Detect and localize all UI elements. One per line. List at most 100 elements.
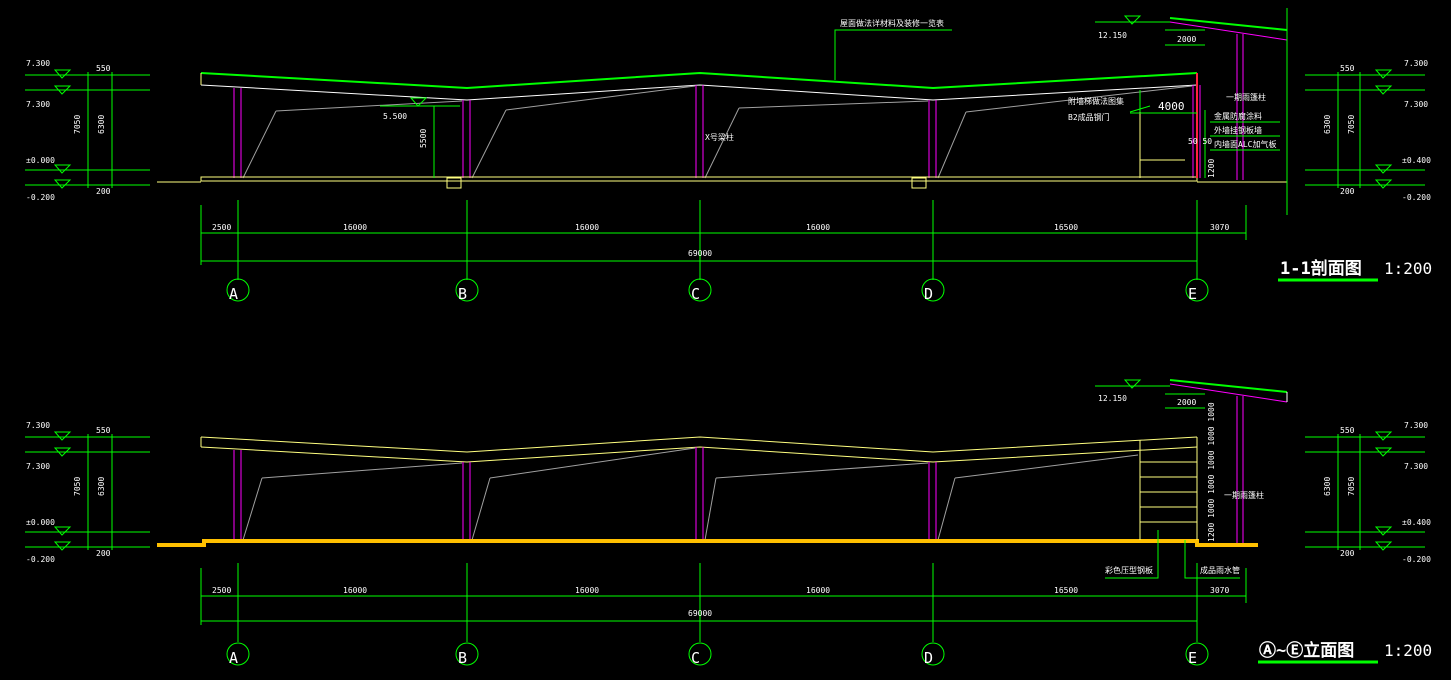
- section-span-6: 3070: [1210, 223, 1229, 232]
- section-axis-bubbles: [226, 278, 1209, 302]
- elevation-top-level: 12.150: [1098, 394, 1127, 403]
- elevation-left-dim-4: 200: [96, 549, 111, 558]
- elevation-right-level-marks: [1305, 431, 1425, 551]
- section-right-note-4: 内墙面ALC加气板: [1214, 139, 1276, 149]
- section-total: 69000: [688, 249, 712, 258]
- elevation-right-level-2: 7.300: [1404, 462, 1428, 471]
- elevation-span-1: 2500: [212, 586, 231, 595]
- elevation-stair-dims: 1200 1000 1000 1000 1000 1000: [1207, 402, 1216, 542]
- elevation-axis-a: A: [229, 649, 238, 667]
- section-top-level-mark: [1095, 15, 1205, 46]
- elevation-left-level-3: ±0.000: [26, 518, 55, 527]
- section-e-bay-box: [1139, 90, 1185, 178]
- section-e-note-1: 附墙梯做法图集: [1068, 96, 1124, 106]
- section-span-4: 16000: [806, 223, 830, 232]
- elevation-axis-bubbles: [226, 642, 1209, 666]
- elevation-roof-top: [200, 436, 1198, 453]
- section-braces: [242, 85, 1193, 179]
- elevation-columns: [233, 396, 1244, 545]
- elevation-scale: 1:200: [1384, 641, 1432, 660]
- section-dim-1200: 1200: [1207, 159, 1216, 178]
- elevation-bottom-note-leaders: [1105, 530, 1240, 579]
- section-left-dim-4: 200: [96, 187, 111, 196]
- section-axis-c: C: [691, 285, 700, 303]
- elevation-title: Ⓐ~Ⓔ立面图: [1259, 640, 1354, 661]
- section-column-note: X号梁柱: [705, 132, 734, 142]
- section-right-dim-2: 6300: [1323, 115, 1332, 134]
- section-roof-note-leader: [834, 29, 952, 80]
- elevation-right-dim-1: 550: [1340, 426, 1355, 435]
- section-title: 1-1剖面图: [1280, 258, 1362, 279]
- section-left-dim-1: 550: [96, 64, 111, 73]
- section-left-level-marks: [25, 69, 150, 189]
- elevation-right-level-1: 7.300: [1404, 421, 1428, 430]
- elevation-total: 69000: [688, 609, 712, 618]
- section-left-dim-2: 7050: [73, 115, 82, 134]
- section-right-level-3: ±0.400: [1402, 156, 1431, 165]
- elevation-right-level-3: ±0.400: [1402, 518, 1431, 527]
- elevation-span-2: 16000: [343, 586, 367, 595]
- elevation-a-e-drawing: 1200 1000 1000 1000 1000 1000 7.300 7.30…: [25, 379, 1432, 667]
- section-right-dim-4: 200: [1340, 187, 1355, 196]
- elevation-span-3: 16000: [575, 586, 599, 595]
- section-left-dim-3: 6300: [97, 115, 106, 134]
- section-axis-a: A: [229, 285, 238, 303]
- section-e-note-2: B2成品钢门: [1068, 112, 1110, 122]
- elevation-right-dim-2: 6300: [1323, 477, 1332, 496]
- section-left-level-3: ±0.000: [26, 156, 55, 165]
- elevation-axis-e: E: [1188, 649, 1197, 667]
- elevation-top-level-mark: [1095, 379, 1205, 409]
- section-top-level: 12.150: [1098, 31, 1127, 40]
- elevation-axis-c: C: [691, 649, 700, 667]
- section-right-level-2: 7.300: [1404, 100, 1428, 109]
- section-left-level-2: 7.300: [26, 100, 50, 109]
- elevation-canopy: [1169, 379, 1288, 403]
- section-level-5500-mark: [380, 97, 460, 178]
- section-pit-d: [911, 177, 927, 189]
- section-right-dim-1: 550: [1340, 64, 1355, 73]
- section-left-level-4: -0.200: [26, 193, 55, 202]
- section-scale: 1:200: [1384, 259, 1432, 278]
- section-right-note-2: 金属防腐涂料: [1214, 111, 1262, 121]
- section-right-dim-3: 7050: [1347, 115, 1356, 134]
- elevation-span-6: 3070: [1210, 586, 1229, 595]
- section-roof-note: 屋面做法详材料及装修一览表: [840, 18, 944, 28]
- elevation-e-bay: [1139, 437, 1198, 540]
- elevation-right-note-1: 一期雨篷柱: [1224, 490, 1264, 500]
- elevation-roof-bottom: [200, 446, 1198, 463]
- elevation-dimension-chain: [200, 563, 1247, 642]
- section-columns: [233, 34, 1244, 180]
- section-right-note-1: 一期雨篷柱: [1226, 92, 1266, 102]
- elevation-left-level-marks: [25, 431, 150, 551]
- elevation-left-dim-3: 6300: [97, 477, 106, 496]
- elevation-bottom-note-1: 彩色压型钢板: [1105, 565, 1153, 575]
- elevation-left-dim-2: 7050: [73, 477, 82, 496]
- section-span-3: 16000: [575, 223, 599, 232]
- elevation-span-4: 16000: [806, 586, 830, 595]
- section-roof-line: [200, 71, 1198, 90]
- section-right-note-3: 外墙挂钢板墙: [1214, 125, 1262, 135]
- elevation-left-dim-1: 550: [96, 426, 111, 435]
- section-right-level-marks: [1305, 69, 1425, 189]
- section-1-1-drawing: 屋面做法详材料及装修一览表 7.300 7.300 ±0.000 -0.200 …: [25, 8, 1432, 303]
- section-axis-e: E: [1188, 285, 1197, 303]
- section-pit-b: [446, 177, 462, 189]
- elevation-axis-d: D: [924, 649, 933, 667]
- section-axis-d: D: [924, 285, 933, 303]
- section-right-level-1: 7.300: [1404, 59, 1428, 68]
- elevation-left-level-4: -0.200: [26, 555, 55, 564]
- section-top-dim: 2000: [1177, 35, 1196, 44]
- section-axis-b: B: [458, 285, 467, 303]
- elevation-right-dim-4: 200: [1340, 549, 1355, 558]
- elevation-left-level-2: 7.300: [26, 462, 50, 471]
- elevation-axis-b: B: [458, 649, 467, 667]
- elevation-right-dim-3: 7050: [1347, 477, 1356, 496]
- section-right-level-4: -0.200: [1402, 193, 1431, 202]
- section-dim-50-50: 50 50: [1188, 137, 1212, 146]
- elevation-bottom-note-2: 成品雨水管: [1200, 565, 1240, 575]
- section-dim-5500: 5500: [419, 129, 428, 148]
- elevation-ground-line: [157, 539, 1258, 547]
- section-dimension-chain: [200, 200, 1247, 280]
- section-span-1: 2500: [212, 223, 231, 232]
